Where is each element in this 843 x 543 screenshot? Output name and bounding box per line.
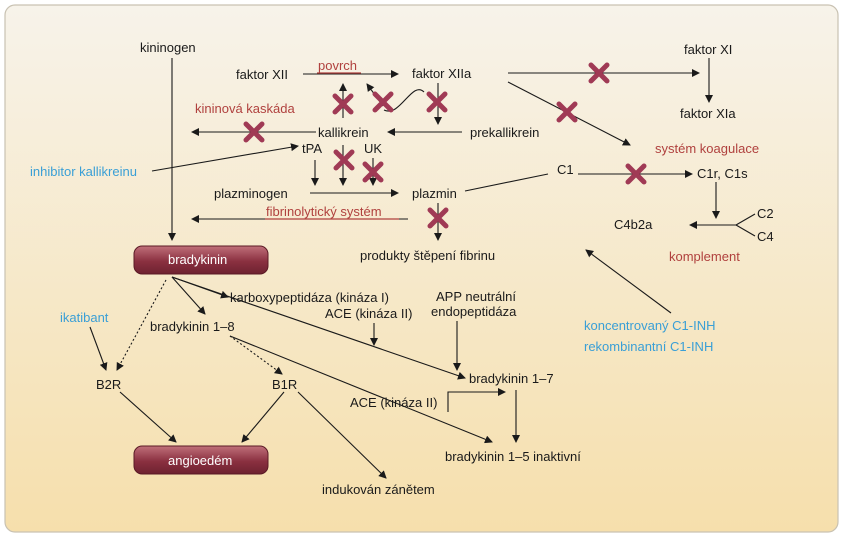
c4-label: C4 — [757, 229, 774, 244]
rekombinantni-label: rekombinantní C1-INH — [584, 339, 713, 354]
indukovan-label: indukován zánětem — [322, 482, 435, 497]
koncentrovany-label: koncentrovaný C1-INH — [584, 318, 716, 333]
bradykinin-1-5-label: bradykinin 1–5 inaktivní — [445, 449, 581, 464]
c2-label: C2 — [757, 206, 774, 221]
komplement-label: komplement — [669, 249, 740, 264]
plazmin-label: plazmin — [412, 186, 457, 201]
kallikrein-label: kallikrein — [318, 125, 369, 140]
bradykinin-1-8-label: bradykinin 1–8 — [150, 319, 235, 334]
prekallikrein-label: prekallikrein — [470, 125, 539, 140]
produkty-label: produkty štěpení fibrinu — [360, 248, 495, 263]
bradykinin-1-7-label: bradykinin 1–7 — [469, 371, 554, 386]
app-line2-label: endopeptidáza — [431, 304, 517, 319]
plazminogen-label: plazminogen — [214, 186, 288, 201]
kininova-kaskada-label: kininová kaskáda — [195, 101, 295, 116]
system-koagulace-label: systém koagulace — [655, 141, 759, 156]
panel-background — [4, 4, 839, 533]
tpa-label: tPA — [302, 141, 322, 156]
c4b2a-label: C4b2a — [614, 217, 653, 232]
kininogen-label: kininogen — [140, 40, 196, 55]
bradykinin-label: bradykinin — [168, 252, 227, 267]
b1r-label: B1R — [272, 377, 297, 392]
ikatibant-label: ikatibant — [60, 310, 109, 325]
ace-1-label: ACE (kináza II) — [325, 306, 412, 321]
angioedem-label: angioedém — [168, 453, 232, 468]
karboxypeptidaza-label: karboxypeptidáza (kináza I) — [230, 290, 389, 305]
app-line1-label: APP neutrální — [436, 289, 516, 304]
inhibitor-kallikreinu-label: inhibitor kallikreinu — [30, 164, 137, 179]
faktor-xii-label: faktor XII — [236, 67, 288, 82]
faktor-xi-label: faktor XI — [684, 42, 732, 57]
angioedem-pill — [133, 445, 269, 475]
ace-2-label: ACE (kináza II) — [350, 395, 437, 410]
c1r-c1s-label: C1r, C1s — [697, 166, 748, 181]
bradykinin-pill — [133, 245, 269, 275]
uk-label: UK — [364, 141, 382, 156]
labels: kininogen faktor XII povrch faktor XIIa … — [30, 40, 774, 497]
fibrinolyticky-system-label: fibrinolytický systém — [266, 204, 382, 219]
b2r-label: B2R — [96, 377, 121, 392]
povrch-label: povrch — [318, 58, 357, 73]
faktor-xiia-label: faktor XIIa — [412, 66, 472, 81]
c1-label: C1 — [557, 162, 574, 177]
faktor-xia-label: faktor XIa — [680, 106, 736, 121]
